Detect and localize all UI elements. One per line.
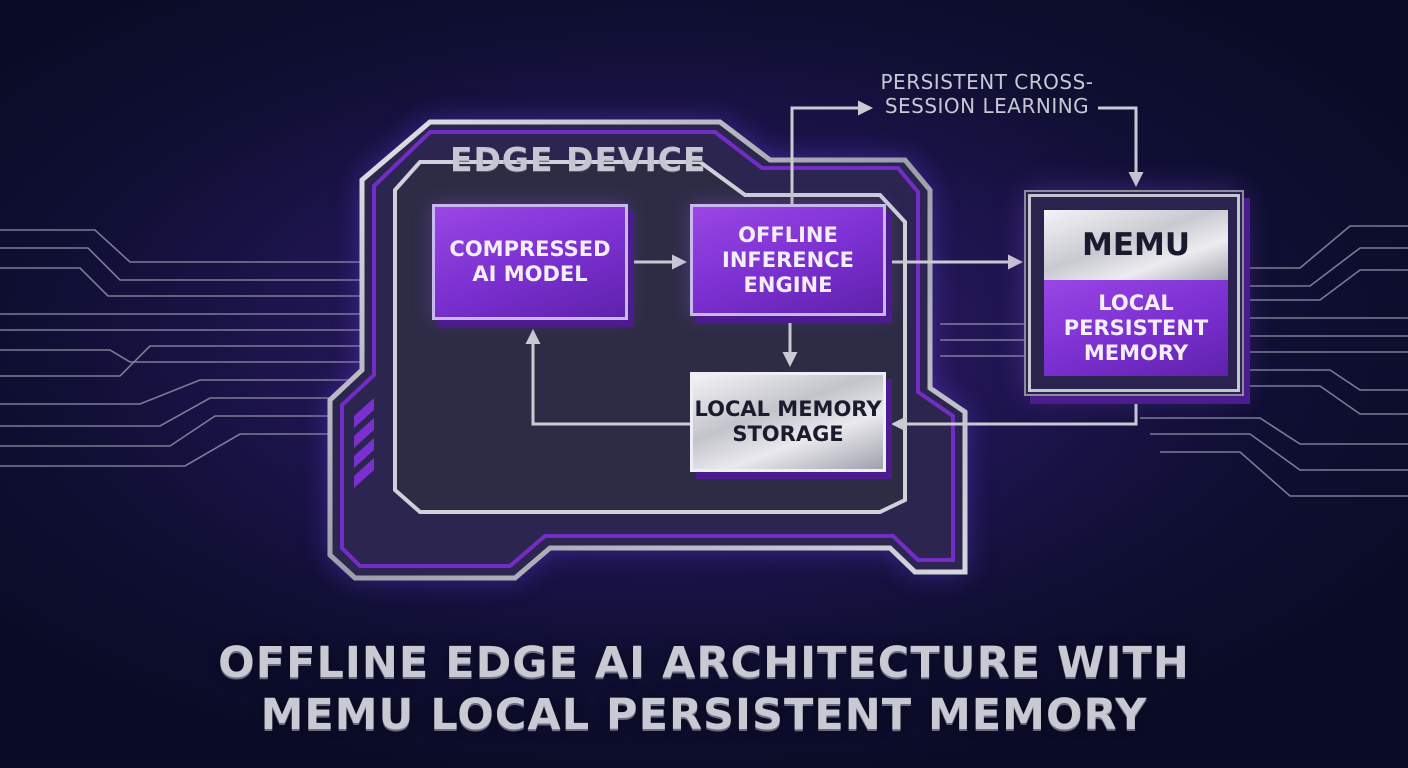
diagram-title: OFFLINE EDGE AI ARCHITECTURE WITH MEMU L… <box>0 637 1408 741</box>
edge-device-label: EDGE DEVICE <box>450 140 707 179</box>
circuit-traces-right <box>940 225 1408 497</box>
memu-title: MEMU <box>1044 210 1228 280</box>
edge-engine-to-learning <box>790 100 873 205</box>
device-accent-line <box>340 130 955 568</box>
diagram-title-line-2: MEMU LOCAL PERSISTENT MEMORY <box>260 690 1148 740</box>
compressed-ai-model-node: COMPRESSED AI MODEL <box>432 204 628 320</box>
diagram-title-line-1: OFFLINE EDGE AI ARCHITECTURE WITH <box>218 638 1190 688</box>
side-stripes <box>354 398 374 488</box>
edge-storage-to-model <box>525 329 694 426</box>
edge-learning-to-memu <box>1098 106 1144 187</box>
offline-inference-engine-node: OFFLINE INFERENCE ENGINE <box>690 204 886 316</box>
edge-memu-to-storage <box>891 392 1138 432</box>
memu-subtitle: LOCAL PERSISTENT MEMORY <box>1044 280 1228 376</box>
cross-session-learning-label: PERSISTENT CROSS-SESSION LEARNING <box>880 70 1094 118</box>
connectors <box>525 100 1144 432</box>
circuit-traces-left <box>0 229 380 467</box>
local-memory-storage-node: LOCAL MEMORY STORAGE <box>690 372 886 472</box>
